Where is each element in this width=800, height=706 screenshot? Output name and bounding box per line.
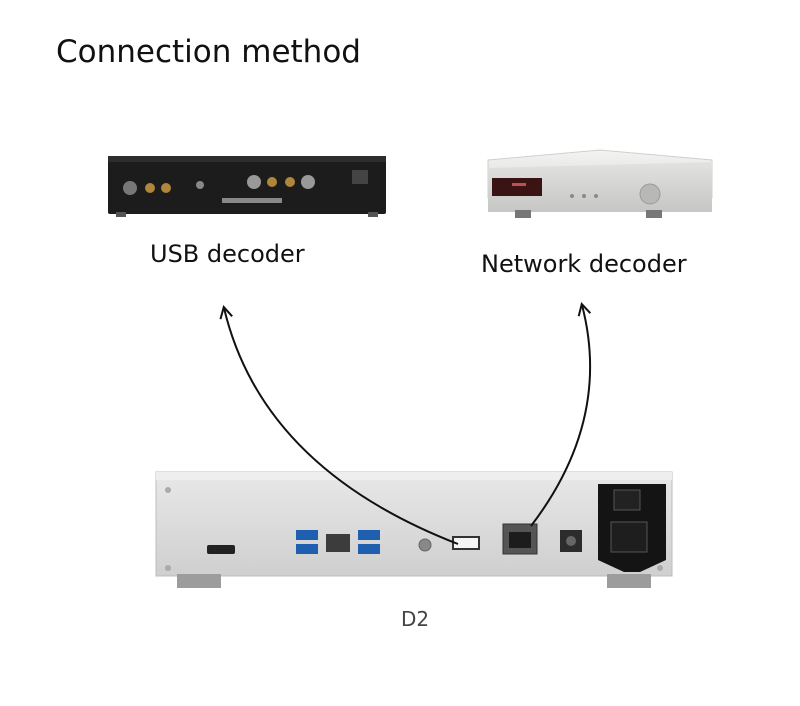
d2-power-inlet [598, 484, 666, 572]
d2-ethernet-port [502, 523, 538, 555]
network-decoder-label: Network decoder [481, 250, 687, 278]
d2-label: D2 [401, 607, 430, 631]
diagram-title: Connection method [56, 34, 361, 70]
usb-connection-arrow [224, 308, 459, 545]
usb-decoder-label: USB decoder [150, 240, 305, 268]
usb-decoder-image [108, 156, 386, 217]
d2-dc-power-port [560, 530, 582, 552]
d2-image [155, 471, 673, 588]
network-connection-arrow [530, 305, 592, 527]
network-decoder-image [487, 149, 713, 218]
